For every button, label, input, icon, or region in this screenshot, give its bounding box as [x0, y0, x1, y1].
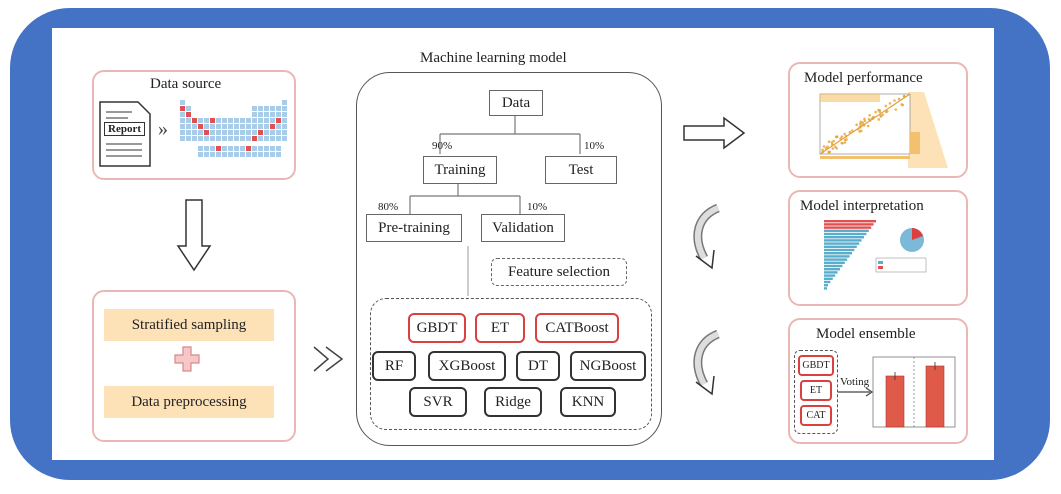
- plus-icon: [174, 346, 200, 372]
- periodic-table-icon: [180, 100, 287, 157]
- ensemble-algos-group: [794, 350, 838, 434]
- ensemble-cat: CAT: [800, 405, 832, 426]
- algo-xgboost: XGBoost: [428, 351, 506, 381]
- algo-ridge: Ridge: [484, 387, 542, 417]
- algo-svr: SVR: [409, 387, 467, 417]
- data-source-title: Data source: [150, 76, 222, 92]
- report-label: Report: [104, 122, 145, 136]
- ml-model-title: Machine learning model: [420, 50, 567, 66]
- ml-model-panel: [356, 72, 662, 446]
- percent-label: 80%: [378, 201, 399, 213]
- curved-arrow-icon: [693, 329, 720, 396]
- right-arrow-icon: [683, 116, 746, 150]
- algo-ngboost: NGBoost: [570, 351, 646, 381]
- model-performance-title: Model performance: [804, 70, 923, 86]
- voting-label: Voting: [840, 376, 870, 388]
- down-arrow-icon: [176, 199, 212, 272]
- model-interpretation-title: Model interpretation: [800, 198, 924, 214]
- chevron-right-icon: »: [158, 118, 168, 140]
- training-node: Training: [423, 156, 497, 184]
- curved-arrow-icon: [693, 203, 720, 270]
- validation-node: Validation: [481, 214, 565, 242]
- data-node: Data: [489, 90, 543, 116]
- algo-gbdt: GBDT: [408, 313, 466, 343]
- test-node: Test: [545, 156, 617, 184]
- model-ensemble-title: Model ensemble: [816, 326, 916, 342]
- feature-importance-thumbnail: [824, 220, 927, 290]
- data-preprocessing-step: Data preprocessing: [104, 386, 274, 418]
- algo-catboost: CATBoost: [535, 313, 619, 343]
- ensemble-gbdt: GBDT: [798, 355, 834, 376]
- chevron-right-icon: [313, 346, 344, 372]
- algo-dt: DT: [516, 351, 560, 381]
- percent-label: 10%: [527, 201, 548, 213]
- percent-label: 90%: [432, 140, 453, 152]
- pretraining-node: Pre-training: [366, 214, 462, 242]
- scatter-plot-thumbnail: [819, 92, 948, 168]
- algo-rf: RF: [372, 351, 416, 381]
- model-interpretation-panel: [788, 190, 968, 306]
- percent-label: 10%: [584, 140, 605, 152]
- algorithms-group: [370, 298, 652, 430]
- feature-selection-node: Feature selection: [491, 258, 627, 286]
- algo-et: ET: [475, 313, 525, 343]
- stratified-sampling-step: Stratified sampling: [104, 309, 274, 341]
- algo-knn: KNN: [560, 387, 616, 417]
- ensemble-et: ET: [800, 380, 832, 401]
- ensemble-bar-chart-thumbnail: [872, 356, 956, 428]
